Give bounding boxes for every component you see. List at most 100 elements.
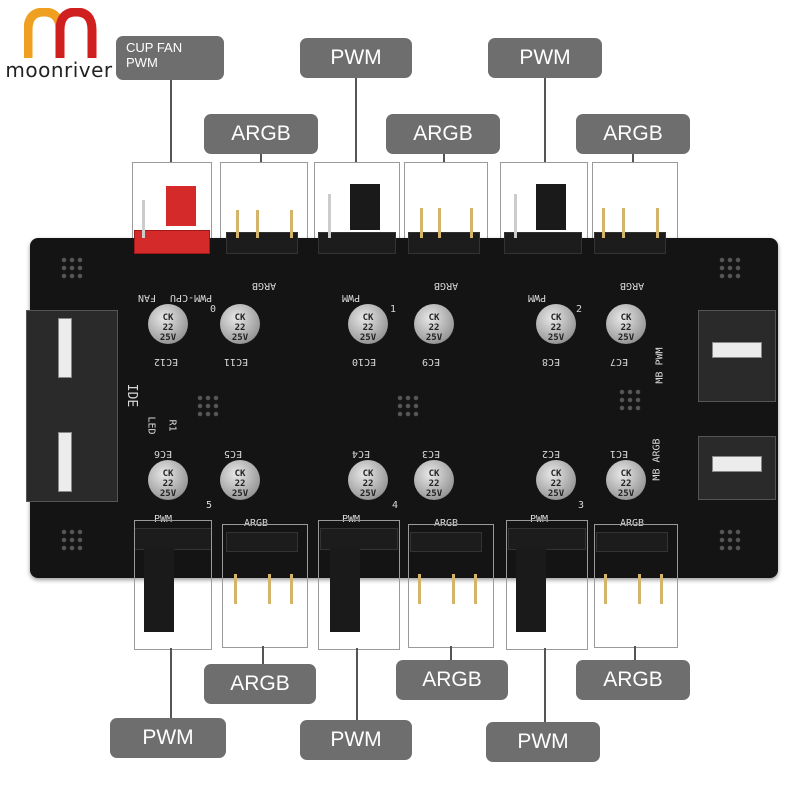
silk-ec3: EC3 — [422, 448, 441, 459]
brand-name: moonriver — [5, 58, 113, 82]
label-cup-fan: CUP FAN PWM — [116, 36, 224, 80]
leader-line — [450, 646, 452, 662]
header-pin — [452, 574, 455, 604]
header-pin — [638, 574, 641, 604]
silk-pwm: PWM — [154, 514, 173, 525]
vent-grid — [60, 528, 84, 552]
silk-number: 5 — [206, 500, 213, 511]
argb-header — [596, 532, 668, 552]
silk-ec7: EC7 — [610, 356, 629, 367]
argb-header — [226, 232, 298, 254]
silk-ec1: EC1 — [610, 448, 629, 459]
silk-mb-argb: MB ARGB — [651, 438, 663, 481]
header-pin — [328, 194, 331, 238]
header-pin — [256, 210, 259, 238]
label-bottom-pwm-3: PWM — [486, 722, 600, 762]
leader-line — [170, 648, 172, 718]
leader-line — [544, 78, 546, 162]
silk-number: 0 — [210, 304, 217, 315]
argb-header — [408, 232, 480, 254]
silk-argb: ARGB — [620, 518, 645, 529]
vent-grid — [60, 256, 84, 280]
leader-line — [170, 80, 172, 162]
label-cup-fan-line1: CUP FAN — [126, 40, 183, 55]
header-pin — [290, 574, 293, 604]
vent-grid — [196, 394, 220, 418]
silk-number: 4 — [392, 500, 399, 511]
header-pin — [514, 194, 517, 238]
pwm-header — [508, 528, 586, 550]
label-bottom-argb-3: ARGB — [576, 660, 690, 700]
leader-line — [356, 648, 358, 720]
leader-line — [634, 646, 636, 662]
argb-header — [594, 232, 666, 254]
silk-ec12: EC12 — [154, 356, 179, 367]
silk-argb: ARGB — [434, 280, 459, 291]
silk-ide: IDE — [124, 383, 140, 408]
leader-line — [632, 154, 634, 162]
header-pin — [660, 574, 663, 604]
vent-grid — [718, 256, 742, 280]
pwm-header — [318, 232, 396, 254]
silk-led: LED — [145, 416, 157, 435]
box-pwm-header — [318, 520, 400, 650]
label-bottom-argb-2: ARGB — [396, 660, 508, 700]
cpu-header-latch — [166, 186, 196, 226]
vent-grid — [718, 528, 742, 552]
pwm-header-latch — [536, 184, 566, 230]
box-pwm-header — [506, 520, 588, 650]
moonriver-logo-icon — [24, 8, 97, 58]
pwm-header-latch — [330, 548, 360, 632]
silk-argb: ARGB — [620, 280, 645, 291]
header-pin — [142, 200, 145, 238]
box-pwm-header — [134, 520, 212, 650]
mb-argb-latch — [712, 456, 762, 472]
header-pin — [438, 208, 441, 238]
silk-ec8: EC8 — [542, 356, 561, 367]
silk-ec2: EC2 — [542, 448, 561, 459]
header-pin — [268, 574, 271, 604]
silk-r1: R1 — [166, 419, 178, 432]
silk-number: 1 — [390, 304, 397, 315]
header-pin — [622, 208, 625, 238]
silk-pwm: PWM — [528, 292, 547, 303]
header-pin — [418, 574, 421, 604]
silk-ec11: EC11 — [224, 356, 249, 367]
silk-pwm: PWM — [530, 514, 549, 525]
label-top-argb-3: ARGB — [576, 114, 690, 154]
header-pin — [474, 574, 477, 604]
header-pin — [604, 574, 607, 604]
label-bottom-pwm-1: PWM — [110, 718, 226, 758]
silk-number: 2 — [576, 304, 583, 315]
silk-number: 3 — [578, 500, 585, 511]
cpu-fan-header — [134, 230, 210, 254]
silk-argb: ARGB — [434, 518, 459, 529]
brand-logo — [10, 8, 120, 98]
pwm-header-latch — [144, 548, 174, 632]
leader-line — [443, 154, 445, 162]
label-bottom-pwm-2: PWM — [300, 720, 412, 760]
header-pin — [420, 208, 423, 238]
pwm-header-latch — [516, 548, 546, 632]
leader-line — [262, 646, 264, 666]
silk-mb-pwm: MB PWM — [654, 347, 666, 384]
header-pin — [290, 210, 293, 238]
leader-line — [260, 154, 262, 162]
ide-pin — [58, 432, 72, 492]
box-argb-header — [594, 524, 678, 648]
header-pin — [236, 210, 239, 238]
